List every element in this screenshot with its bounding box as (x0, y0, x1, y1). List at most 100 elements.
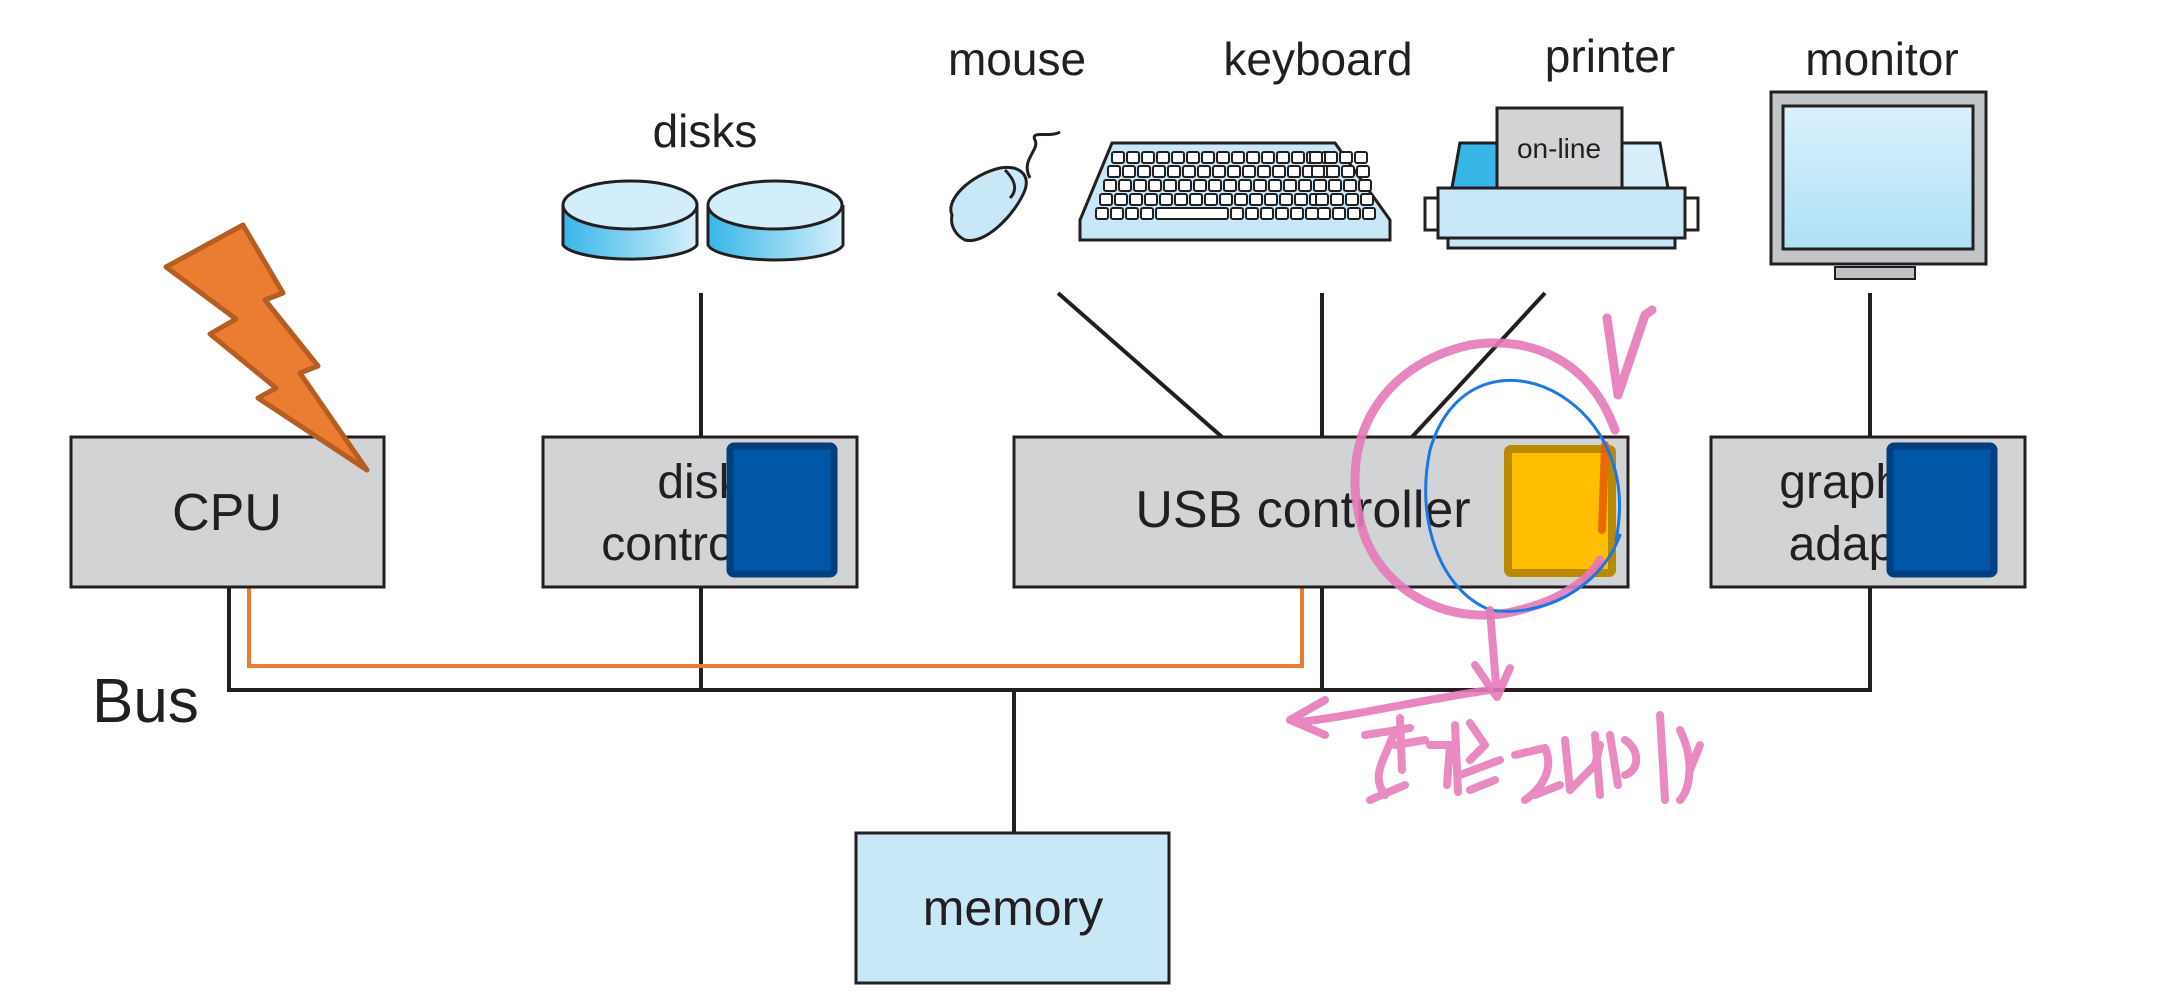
keyboard-key (1238, 179, 1252, 192)
keyboard-key (1193, 179, 1207, 192)
keypad-key (1343, 179, 1357, 192)
keyboard-key (1099, 193, 1113, 206)
memory-box: memory (854, 831, 1171, 985)
interrupt-path-line (247, 587, 1304, 668)
keypad-key (1354, 151, 1368, 164)
keypad-key (1339, 151, 1353, 164)
keyboard-key (1159, 193, 1173, 206)
keyboard-key (1246, 151, 1260, 164)
graphics-adapter-box: graphics adapter (1709, 435, 2027, 589)
keypad-key (1313, 179, 1327, 192)
printer-panel-label: on-line (1517, 133, 1601, 164)
keyboard-key (1294, 193, 1308, 206)
keyboard-key (1152, 165, 1166, 178)
keypad-key (1315, 193, 1329, 206)
keyboard-key (1163, 179, 1177, 192)
keyboard-key (1272, 165, 1286, 178)
printer-label: printer (1545, 30, 1675, 82)
blue-circle-annotation (1424, 379, 1622, 613)
keyboard-key (1126, 151, 1140, 164)
keyboard-icon (1078, 141, 1392, 242)
keypad-key (1332, 207, 1346, 220)
usb-controller-box: USB controller (1012, 435, 1630, 589)
keyboard-key (1125, 207, 1139, 220)
keyboard-key (1141, 151, 1155, 164)
keyboard-key (1290, 207, 1304, 220)
keypad-key (1317, 207, 1331, 220)
disks-label: disks (653, 105, 758, 157)
keypad-key (1324, 151, 1338, 164)
check-mark-annotation (1602, 305, 1657, 400)
keypad-key (1358, 179, 1372, 192)
keyboard-key (1275, 207, 1289, 220)
keypad-key (1309, 151, 1323, 164)
keyboard-key (1245, 207, 1259, 220)
keypad-key (1341, 165, 1355, 178)
keyboard-key (1107, 165, 1121, 178)
keyboard-key (1103, 179, 1117, 192)
keyboard-key (1204, 193, 1218, 206)
printer-icon: on-line (1423, 106, 1700, 250)
keyboard-key (1253, 179, 1267, 192)
keyboard-key (1227, 165, 1241, 178)
usb-controller-label: USB controller (1135, 481, 1470, 539)
pink-arrow-left (1286, 686, 1494, 739)
keyboard-key (1268, 179, 1282, 192)
keyboard-key (1197, 165, 1211, 178)
keypad-key (1345, 193, 1359, 206)
keyboard-key (1212, 165, 1226, 178)
keyboard-key (1223, 179, 1237, 192)
keyboard-key (1114, 193, 1128, 206)
keyboard-key (1144, 193, 1158, 206)
pink-arrow-down (1471, 606, 1514, 701)
keyboard-label: keyboard (1223, 33, 1412, 85)
lightning-bolt-icon (163, 222, 370, 473)
keyboard-key (1186, 151, 1200, 164)
keyboard-key (1276, 151, 1290, 164)
keyboard-key (1249, 193, 1263, 206)
keyboard-key (1137, 165, 1151, 178)
mouse-link (1056, 291, 1224, 439)
keyboard-key (1156, 151, 1170, 164)
keyboard-key (1230, 207, 1244, 220)
disk-controller-box: disk controller (541, 435, 859, 589)
keyboard-key (1182, 165, 1196, 178)
keyboard-spacebar (1155, 207, 1229, 220)
keypad-key (1360, 193, 1374, 206)
keyboard-key (1174, 193, 1188, 206)
keyboard-key (1129, 193, 1143, 206)
keyboard-key (1298, 179, 1312, 192)
keypad-key (1330, 193, 1344, 206)
keypad-key (1326, 165, 1340, 178)
keyboard-key (1095, 207, 1109, 220)
keyboard-key (1260, 207, 1274, 220)
keyboard-key (1122, 165, 1136, 178)
graphics-adapter-overlay (1886, 442, 1998, 578)
printer-link (1410, 291, 1547, 439)
keyboard-key (1110, 207, 1124, 220)
keyboard-key (1111, 151, 1125, 164)
keypad-key (1328, 179, 1342, 192)
keyboard-key (1234, 193, 1248, 206)
keyboard-key (1133, 179, 1147, 192)
monitor-label: monitor (1805, 33, 1958, 85)
keypad-key (1362, 207, 1376, 220)
keyboard-key (1148, 179, 1162, 192)
keyboard-key (1208, 179, 1222, 192)
keyboard-key (1178, 179, 1192, 192)
keyboard-key (1291, 151, 1305, 164)
keyboard-key (1264, 193, 1278, 206)
keyboard-key (1140, 207, 1154, 220)
keyboard-key (1279, 193, 1293, 206)
keyboard-key (1171, 151, 1185, 164)
keyboard-key (1231, 151, 1245, 164)
keyboard-key (1261, 151, 1275, 164)
keyboard-key (1219, 193, 1233, 206)
keypad-key (1311, 165, 1325, 178)
mouse-icon (949, 130, 1061, 242)
disks-icon (561, 179, 845, 262)
cpu-box: CPU (69, 435, 386, 589)
bus-main-line (227, 587, 1872, 692)
keyboard-key (1167, 165, 1181, 178)
